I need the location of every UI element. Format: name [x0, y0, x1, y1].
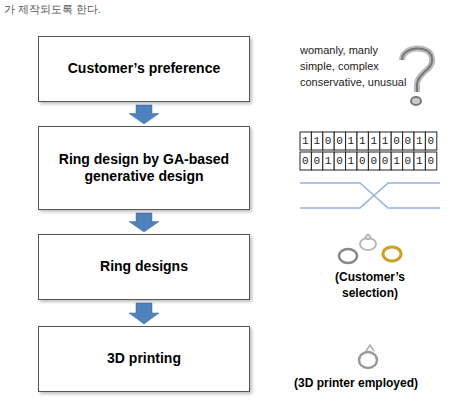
flow-arrow: [129, 213, 159, 232]
process-box: Ring designs: [38, 234, 250, 300]
annotation-label: 가 제작되도록 한다.: [4, 2, 101, 17]
annotation-label: conservative, unusual: [300, 76, 406, 88]
question-mark-icon: [402, 48, 432, 105]
crossover-lines: [300, 183, 440, 208]
flow-arrow: [129, 105, 159, 124]
process-box: 3D printing: [38, 326, 250, 392]
annotation-label: (Customer’s selection): [322, 270, 418, 301]
ring-icons: [339, 235, 401, 264]
box-label: Customer’s preference: [68, 60, 221, 78]
chromosome-string: 110011110010: [302, 134, 439, 148]
printed-ring-icon: [359, 345, 377, 368]
box-label: 3D printing: [107, 350, 181, 368]
process-box: Customer’s preference: [38, 36, 250, 102]
box-label: Ring designs: [100, 258, 188, 276]
annotation-label: womanly, manly: [300, 44, 378, 56]
chromosome-string: 001010001010: [302, 154, 439, 168]
box-label: Ring design by GA-based generative desig…: [49, 151, 239, 186]
annotation-label: simple, complex: [300, 60, 379, 72]
flow-arrow: [129, 303, 159, 324]
process-box: Ring design by GA-based generative desig…: [38, 126, 250, 210]
annotation-label: (3D printer employed): [294, 376, 418, 390]
